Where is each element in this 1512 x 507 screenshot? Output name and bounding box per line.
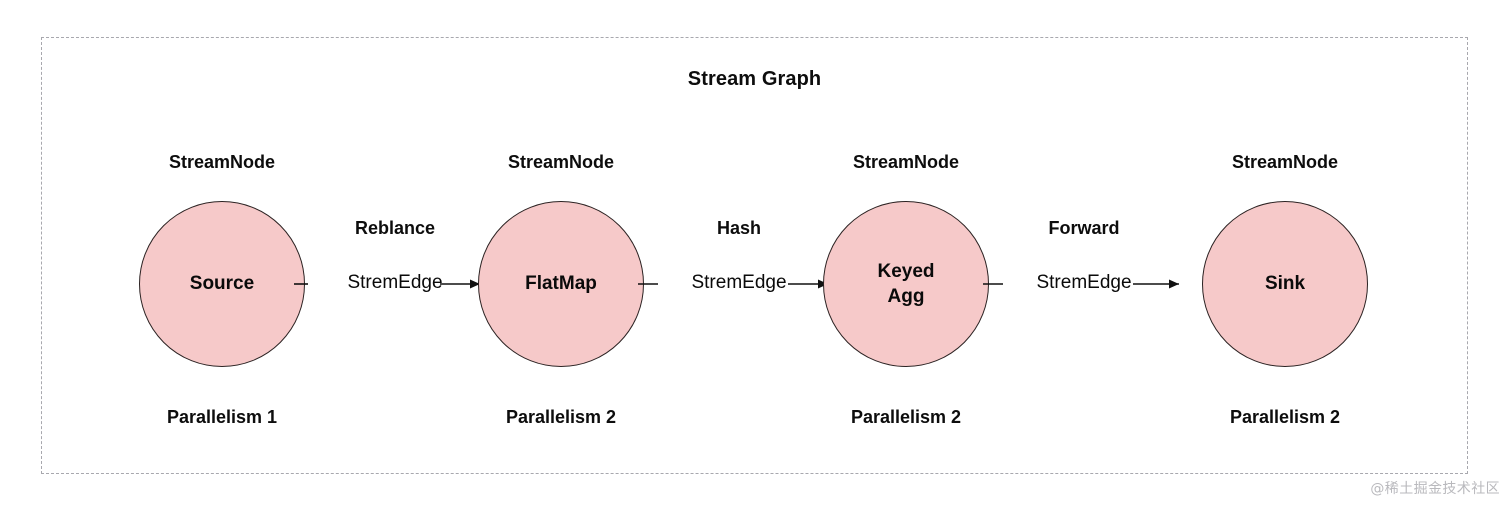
node-circle-source[interactable]: Source [139,201,305,367]
stream-edge-keyedagg-to-sink[interactable]: Forward StremEdge [983,38,1179,473]
node-parallelism-label: Parallelism 2 [850,407,962,427]
edge-arrow-icon [983,279,1179,289]
stream-node-type-label: StreamNode [1231,152,1339,172]
edge-name-label: StremEdge [347,272,443,293]
node-circle-keyed-agg[interactable]: Keyed Agg [823,201,989,367]
stream-node-type-label: StreamNode [168,152,276,172]
edge-partition-label: Hash [716,218,761,238]
edge-arrow-icon [294,279,480,289]
stream-node-type-label: StreamNode [507,152,615,172]
page-title: Stream Graph [687,68,822,90]
stream-node-flatmap[interactable]: StreamNode FlatMap Parallelism 2 [431,38,691,473]
stream-node-keyed-agg[interactable]: StreamNode Keyed Agg Parallelism 2 [776,38,1036,473]
stream-node-type-label: StreamNode [852,152,960,172]
node-circle-label: FlatMap [525,273,597,295]
watermark: @稀土掘金技术社区 [1370,481,1500,497]
node-circle-label: Sink [1264,273,1306,295]
edge-partition-label: Forward [1048,218,1120,238]
node-circle-sink[interactable]: Sink [1202,201,1368,367]
node-circle-flatmap[interactable]: FlatMap [478,201,644,367]
node-parallelism-label: Parallelism 2 [1229,407,1341,427]
edge-name-label: StremEdge [1036,272,1132,293]
stream-node-sink[interactable]: StreamNode Sink Parallelism 2 [1155,38,1415,473]
node-circle-label: Source [189,273,255,295]
node-circle-label: Keyed Agg [877,260,935,307]
stream-edge-flatmap-to-keyedagg[interactable]: Hash StremEdge [638,38,828,473]
edge-name-label: StremEdge [691,272,787,293]
edge-partition-label: Reblance [354,218,436,238]
stream-graph-container: Stream Graph StreamNode Source Paralleli… [41,37,1468,474]
node-parallelism-label: Parallelism 2 [505,407,617,427]
stream-edge-source-to-flatmap[interactable]: Reblance StremEdge [294,38,480,473]
stream-node-source[interactable]: StreamNode Source Parallelism 1 [92,38,352,473]
node-parallelism-label: Parallelism 1 [166,407,278,427]
